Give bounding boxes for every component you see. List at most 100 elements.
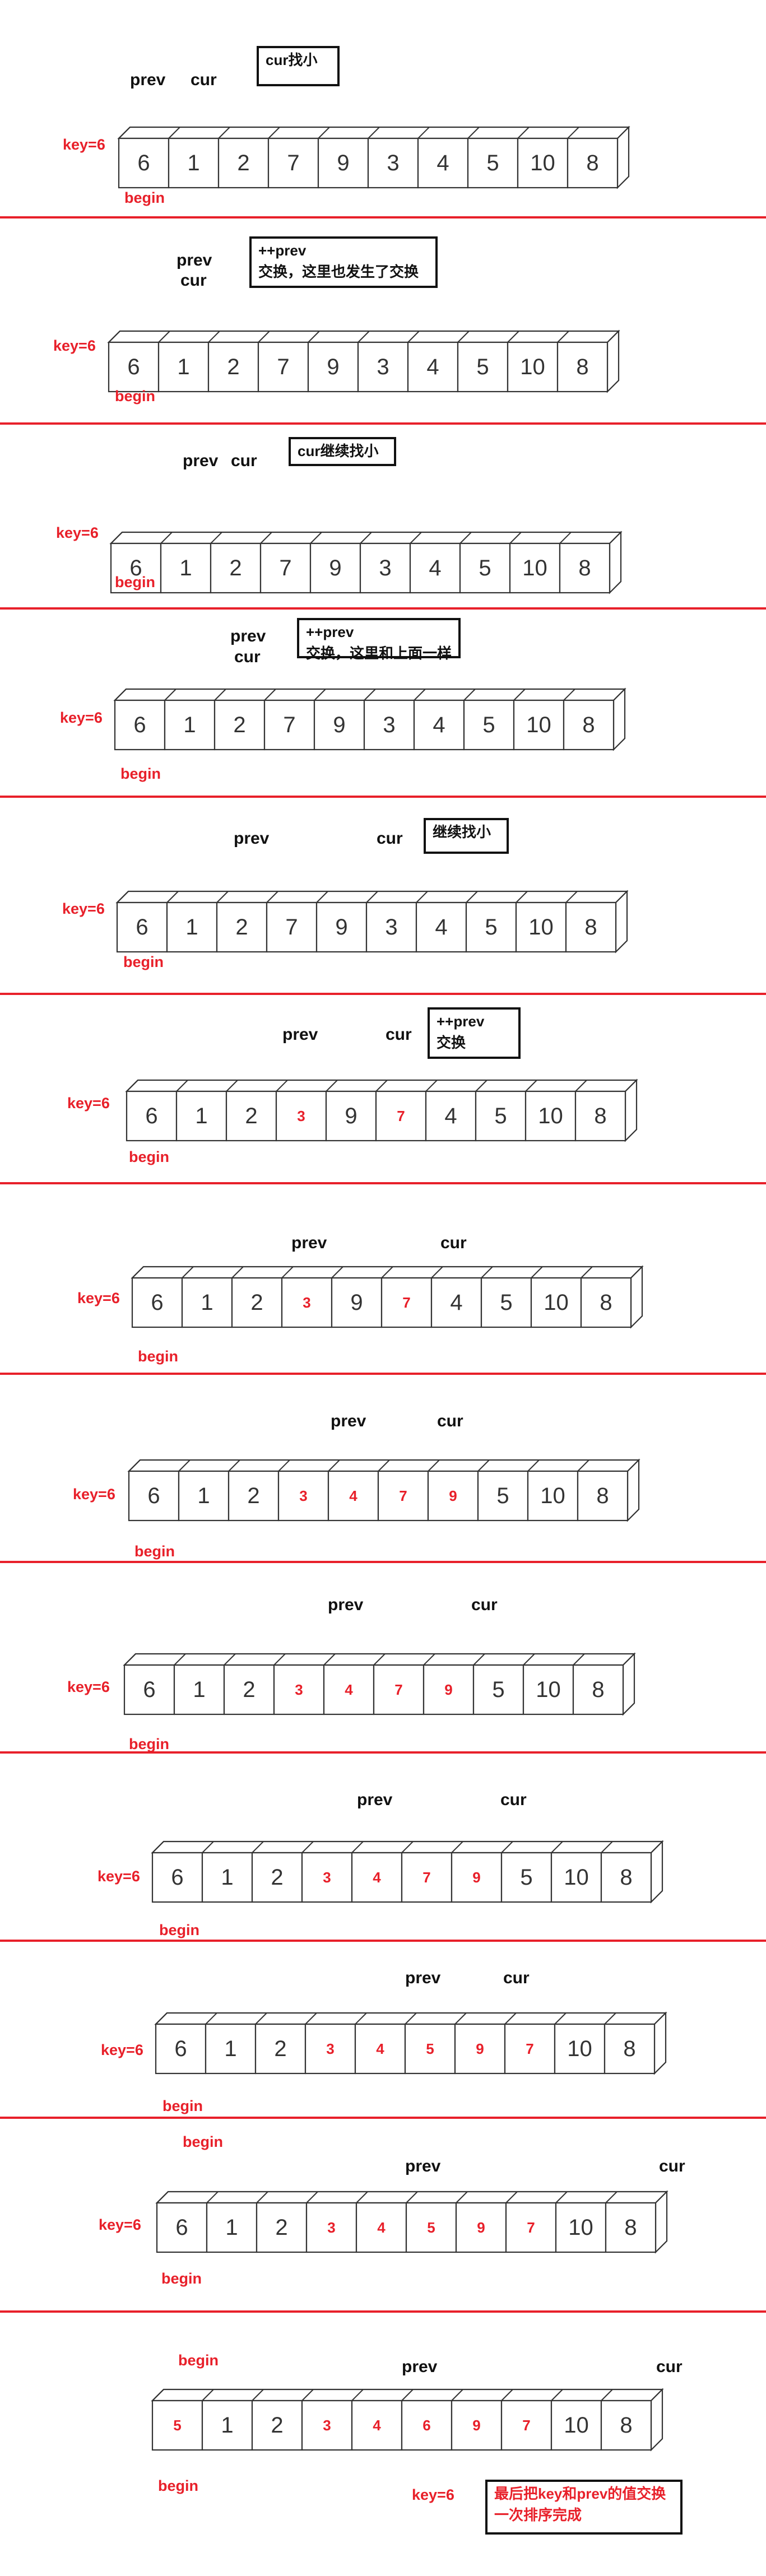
cell-value: 8	[594, 1104, 606, 1128]
array-cell: 10	[509, 532, 561, 594]
cell-value: 7	[285, 915, 298, 940]
cur-pointer-label: cur	[180, 271, 207, 290]
array-cell: 4	[417, 127, 469, 189]
cell-value: 5	[482, 713, 495, 737]
array-cell: 7	[257, 331, 309, 393]
begin-label: begin	[129, 1148, 169, 1165]
cell-value: 4	[444, 1104, 457, 1128]
cell-value: 9	[477, 2219, 485, 2236]
cell-value: 9	[472, 2417, 480, 2434]
cell-value: 5	[500, 1290, 512, 1315]
array-cell: 7	[505, 2191, 557, 2253]
array-cell: 1	[175, 1080, 228, 1142]
cell-value: 6	[136, 915, 148, 940]
array-cell: 4	[425, 1080, 477, 1142]
array-cell: 4	[323, 1653, 375, 1715]
cell-value: 1	[195, 1104, 207, 1128]
step-separator	[0, 1940, 766, 1942]
cell-value: 5	[485, 915, 497, 940]
array-cell: 5	[480, 1266, 532, 1328]
cur-pointer-label: cur	[231, 452, 257, 470]
begin-label: begin	[123, 954, 164, 970]
prev-pointer-label: prev	[234, 829, 270, 848]
cell-value: 1	[183, 713, 196, 737]
key-label: key=6	[412, 2486, 454, 2503]
cell-value: 8	[623, 2036, 635, 2061]
array-cell: 5	[477, 1459, 529, 1522]
annotation-box: 最后把key和prev的值交换一次排序完成	[485, 2480, 683, 2535]
cell-value: 2	[274, 2036, 286, 2061]
array-cell: 9	[315, 891, 368, 953]
step-separator	[0, 2310, 766, 2313]
cell-value: 2	[247, 1484, 259, 1508]
cell-value: 8	[620, 1865, 632, 1890]
array-cell: 7	[373, 1653, 425, 1715]
key-label: key=6	[73, 1486, 115, 1503]
cell-value: 7	[287, 151, 299, 175]
begin-label: begin	[138, 1348, 178, 1365]
cell-value: 7	[526, 2040, 533, 2057]
cell-value: 5	[426, 2040, 434, 2057]
begin-label: begin	[129, 1736, 169, 1752]
array-cell: 2	[256, 2191, 308, 2253]
array-cell: 5	[465, 891, 517, 953]
array-cell: 5	[472, 1653, 524, 1715]
cell-value: 7	[399, 1487, 407, 1504]
cur-pointer-label: cur	[471, 1596, 498, 1614]
array-cell: 4	[351, 1841, 403, 1903]
cell-value: 8	[578, 556, 591, 580]
array-cell: 2	[213, 689, 266, 751]
cell-value: 6	[147, 1484, 160, 1508]
cell-value: 7	[277, 355, 289, 379]
array-cell: 8	[572, 1653, 624, 1715]
annotation-line: 交换，这里和上面一样	[306, 645, 452, 662]
begin-label: begin	[158, 2477, 198, 2494]
cell-value: 7	[527, 2219, 535, 2236]
begin-label-top: begin	[183, 2133, 223, 2150]
annotation-line: ++prev	[306, 624, 354, 640]
cell-value: 1	[221, 2413, 233, 2438]
cell-value: 7	[283, 713, 295, 737]
cell-value: 3	[299, 1487, 307, 1504]
array-cell: 4	[327, 1459, 379, 1522]
array-cell: 10	[530, 1266, 582, 1328]
cell-value: 4	[429, 556, 441, 580]
array-cell: 6	[401, 2389, 453, 2451]
cell-value: 6	[133, 713, 146, 737]
step-separator	[0, 422, 766, 425]
array-cell: 3	[304, 2012, 356, 2075]
annotation-line: ++prev	[258, 242, 307, 259]
array-cell: 4	[354, 2012, 406, 2075]
array-cell: 9	[451, 1841, 503, 1903]
cell-value: 6	[423, 2417, 430, 2434]
cell-value: 10	[520, 355, 545, 379]
array-cell: 1	[205, 2012, 257, 2075]
prev-pointer-label: prev	[331, 1412, 366, 1430]
cell-value: 4	[345, 1681, 353, 1698]
cell-value: 10	[567, 2036, 592, 2061]
prev-pointer-label: prev	[291, 1234, 327, 1252]
begin-label: begin	[124, 189, 165, 206]
begin-label-top: begin	[178, 2352, 219, 2369]
annotation-box: cur找小	[257, 46, 340, 86]
cell-value: 10	[538, 1104, 563, 1128]
cell-value: 1	[197, 1484, 210, 1508]
array-cell: 5	[459, 532, 511, 594]
cell-value: 2	[227, 355, 239, 379]
cell-value: 4	[450, 1290, 462, 1315]
cell-value: 3	[297, 1108, 305, 1124]
cell-value: 10	[544, 1290, 569, 1315]
array-cell: 2	[223, 1653, 275, 1715]
cell-value: 10	[522, 556, 547, 580]
cell-value: 10	[528, 915, 554, 940]
prev-pointer-label: prev	[405, 2157, 441, 2175]
cell-value: 10	[564, 2413, 589, 2438]
